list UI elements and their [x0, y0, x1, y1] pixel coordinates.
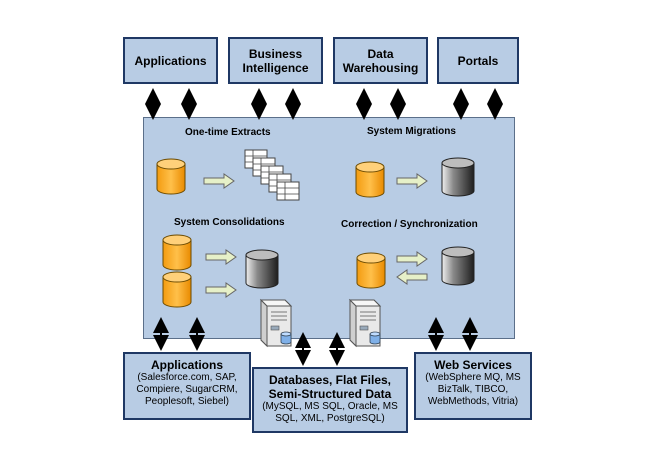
bottom-box-applications: Applications (Salesforce.com, SAP, Compi…: [123, 352, 251, 420]
table-sheets-icon: [244, 149, 300, 201]
database-icon: [162, 271, 192, 308]
bottom-box-databases: Databases, Flat Files, Semi-Structured D…: [252, 367, 408, 433]
right-arrow-icon: [205, 282, 237, 298]
top-connectors: [145, 88, 503, 120]
server-icon: [349, 299, 381, 347]
server-icon: [260, 299, 292, 347]
bottom-box-title: Databases, Flat Files, Semi-Structured D…: [268, 373, 392, 401]
top-box-applications: Applications: [123, 37, 218, 84]
top-box-label: Data Warehousing: [342, 46, 419, 75]
bottom-box-detail: (Salesforce.com, SAP, Compiere, SugarCRM…: [136, 372, 238, 407]
section-label-correction-synchronization: Correction / Synchronization: [341, 219, 478, 230]
database-icon: [156, 158, 186, 195]
database-icon: [162, 234, 192, 271]
section-label-system-consolidations: System Consolidations: [174, 217, 285, 228]
bottom-box-web-services: Web Services (WebSphere MQ, MS BizTalk, …: [414, 352, 532, 420]
right-arrow-icon: [203, 173, 235, 189]
section-label-one-time-extracts: One-time Extracts: [185, 127, 271, 138]
bottom-box-title: Applications: [150, 358, 223, 372]
section-label-system-migrations: System Migrations: [367, 126, 456, 137]
right-arrow-icon: [396, 251, 428, 267]
top-box-business-intelligence: Business Intelligence: [228, 37, 323, 84]
top-box-portals: Portals: [437, 37, 519, 84]
left-arrow-icon: [396, 269, 428, 285]
top-box-label: Applications: [134, 53, 207, 68]
bottom-box-detail: (WebSphere MQ, MS BizTalk, TIBCO, WebMet…: [425, 372, 521, 407]
right-arrow-icon: [396, 173, 428, 189]
database-icon: [245, 249, 279, 289]
top-box-label: Portals: [457, 53, 499, 68]
top-box-label: Business Intelligence: [242, 46, 309, 75]
database-icon: [355, 161, 385, 198]
database-icon: [441, 246, 475, 286]
top-box-data-warehousing: Data Warehousing: [333, 37, 428, 84]
database-icon: [356, 252, 386, 289]
bottom-connectors: [153, 317, 478, 366]
database-icon: [441, 157, 475, 197]
integration-panel: [143, 117, 515, 339]
bottom-box-detail: (MySQL, MS SQL, Oracle, MS SQL, XML, Pos…: [262, 401, 398, 424]
bottom-box-title: Web Services: [434, 358, 512, 372]
right-arrow-icon: [205, 249, 237, 265]
